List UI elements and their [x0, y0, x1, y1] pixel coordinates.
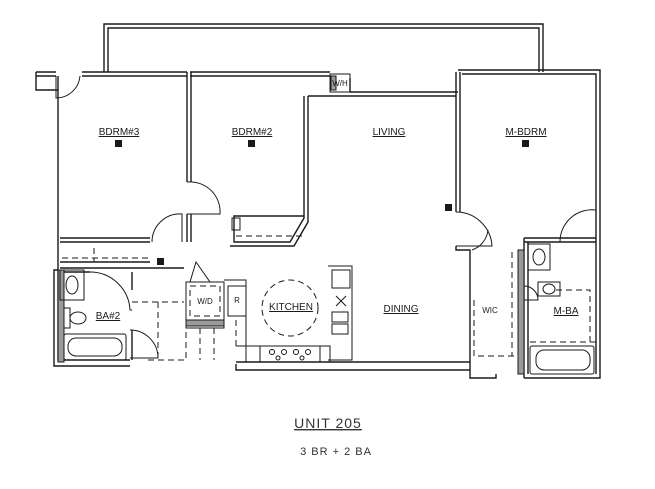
label-bdrm3: BDRM#3 [99, 127, 140, 138]
label-water-heater: W/H [332, 79, 348, 88]
jack-hall [157, 258, 164, 265]
unit-title: UNIT 205 [294, 415, 362, 431]
bathroom-2 [57, 269, 187, 363]
windows [35, 72, 601, 316]
label-dining: DINING [384, 304, 419, 315]
label-mbdrm: M-BDRM [505, 127, 546, 138]
water-heater-closet [329, 73, 351, 93]
jack-living [445, 204, 452, 211]
balcony [103, 23, 544, 72]
label-ba2: BA#2 [96, 311, 121, 322]
doors [55, 75, 597, 359]
label-fridge: R [234, 296, 240, 305]
label-bdrm2: BDRM#2 [232, 127, 273, 138]
label-washer-dryer: W/D [197, 297, 213, 306]
label-kitchen: KITCHEN [269, 302, 313, 313]
label-wic: WIC [482, 306, 498, 315]
jack-markers [115, 140, 529, 265]
jack-bdrm3 [115, 140, 122, 147]
exterior-walls [35, 69, 601, 379]
unit-subtitle: 3 BR + 2 BA [300, 446, 372, 458]
master-bath [527, 243, 596, 375]
kitchen [224, 265, 353, 362]
closets [62, 217, 525, 375]
label-mba: M-BA [554, 306, 579, 317]
jack-mbdrm [522, 140, 529, 147]
laundry [185, 281, 225, 360]
label-living: LIVING [373, 127, 406, 138]
jack-bdrm2 [248, 140, 255, 147]
